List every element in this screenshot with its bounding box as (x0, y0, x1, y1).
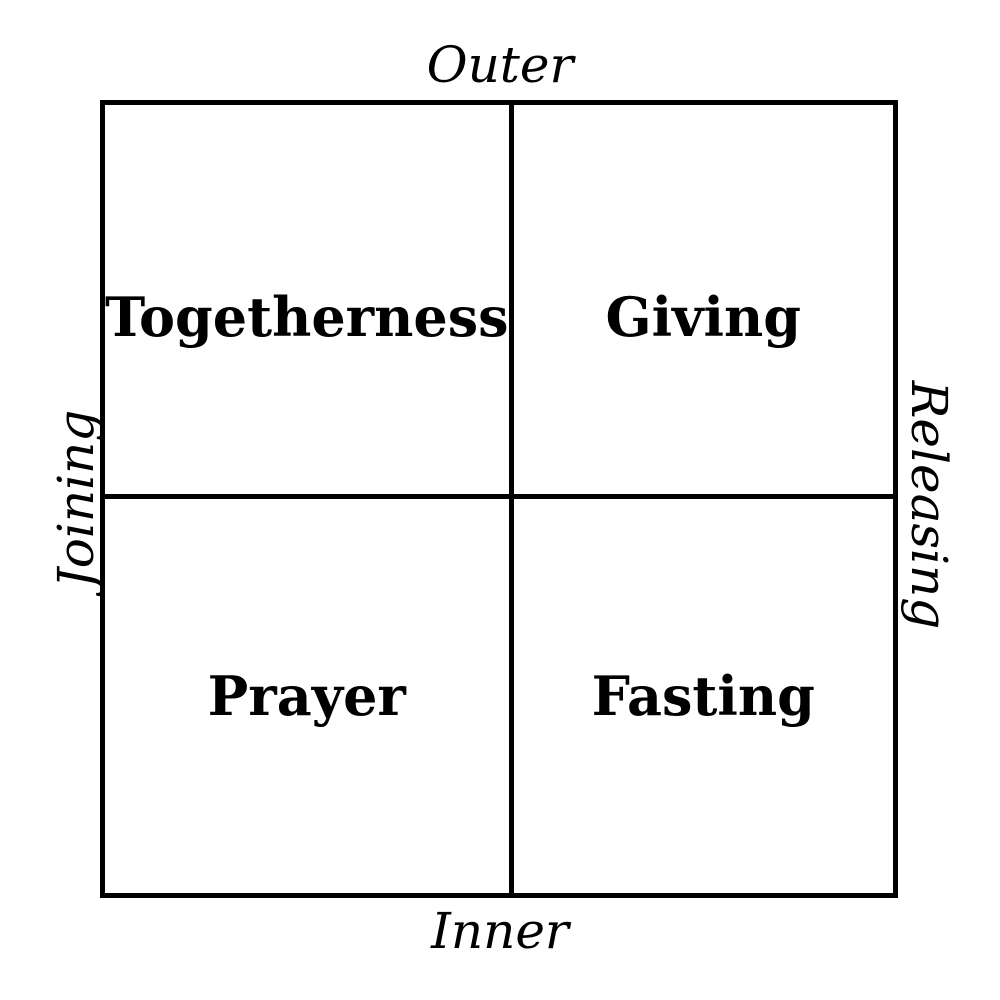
matrix-grid: Togetherness Giving Prayer Fasting (100, 100, 898, 898)
quadrant-label-togetherness: Togetherness (105, 284, 509, 349)
quadrant-top-left: Togetherness (105, 105, 514, 499)
quadrant-label-prayer: Prayer (207, 664, 406, 728)
axis-label-right: Releasing (900, 380, 958, 630)
quadrant-label-fasting: Fasting (591, 664, 815, 728)
axis-label-left: Joining (47, 409, 105, 589)
axis-label-top: Outer (426, 36, 574, 94)
quadrant-label-giving: Giving (605, 284, 802, 349)
quadrant-bottom-left: Prayer (105, 499, 514, 893)
quadrant-bottom-right: Fasting (513, 499, 893, 893)
axis-label-bottom: Inner (431, 902, 569, 960)
quadrant-top-right: Giving (513, 105, 893, 499)
